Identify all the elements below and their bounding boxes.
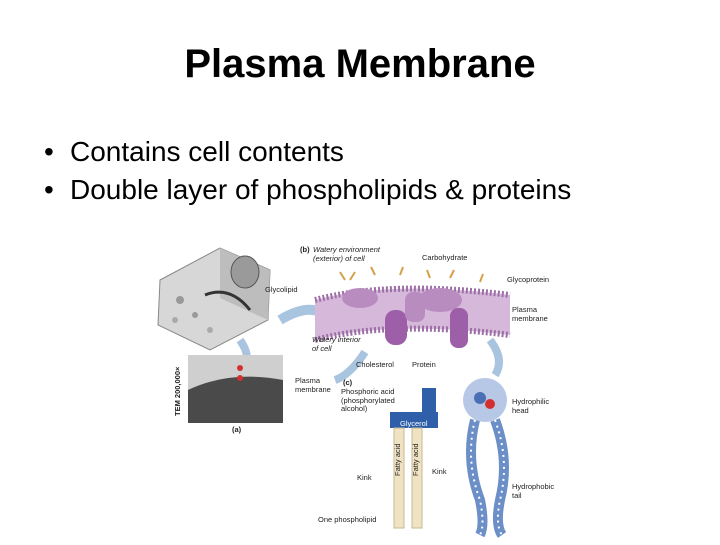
label-glycolipid: Glycolipid <box>265 285 298 294</box>
label-one-phospholipid: One phospholipid <box>318 515 377 524</box>
label-panel-a: (a) <box>232 425 242 434</box>
connector-arrow <box>277 304 323 325</box>
label-fatty-acid-1: Fatty acid <box>393 443 402 476</box>
connector-arrow <box>333 349 369 384</box>
slide-title: Plasma Membrane <box>184 42 536 86</box>
label-cholesterol: Cholesterol <box>356 360 394 369</box>
label-protein: Protein <box>412 360 436 369</box>
label-panel-c: (c) <box>343 378 353 387</box>
label-plasma-membrane-a: Plasma membrane <box>295 376 331 394</box>
membrane-bilayer <box>314 266 511 348</box>
membrane-illustration <box>157 247 511 538</box>
tem-micrograph <box>188 355 283 423</box>
label-watery-interior: Watery interior of cell <box>312 335 361 353</box>
bullet-text: Contains cell contents <box>70 136 344 167</box>
connector-arrow <box>486 337 503 378</box>
bullet-item: • Contains cell contents <box>44 133 571 171</box>
label-glycerol: Glycerol <box>400 419 428 428</box>
space-filling-model <box>463 378 509 538</box>
cell-cutaway-image <box>157 247 271 351</box>
membrane-figure: (b) Watery environment (exterior) of cel… <box>150 240 570 540</box>
label-phosphoric-acid: Phosphoric acid (phosphorylated alcohol) <box>341 387 395 413</box>
bullet-dot-icon: • <box>44 136 54 167</box>
label-hydrophilic-head: Hydrophilic head <box>512 397 550 415</box>
label-kink-2: Kink <box>432 467 447 476</box>
bullet-list: • Contains cell contents • Double layer of… <box>44 133 571 209</box>
label-hydrophobic-tail: Hydrophobic tail <box>512 482 555 500</box>
label-tem: TEM 200,000× <box>173 366 182 416</box>
bullet-item: • Double layer of phospholipids & protein… <box>44 171 571 209</box>
bullet-dot-icon: • <box>44 174 54 205</box>
phospholipid-diagram <box>390 388 438 529</box>
label-glycoprotein: Glycoprotein <box>507 275 550 284</box>
label-panel-b: (b) <box>300 245 310 254</box>
label-watery-environment: Watery environment (exterior) of cell <box>313 245 380 263</box>
label-kink-1: Kink <box>357 473 372 482</box>
bullet-text: Double layer of phospholipids & proteins <box>70 174 572 205</box>
label-plasma-membrane-b: Plasma membrane <box>512 305 548 323</box>
label-fatty-acid-2: Fatty acid <box>411 443 420 476</box>
label-carbohydrate: Carbohydrate <box>422 253 468 262</box>
